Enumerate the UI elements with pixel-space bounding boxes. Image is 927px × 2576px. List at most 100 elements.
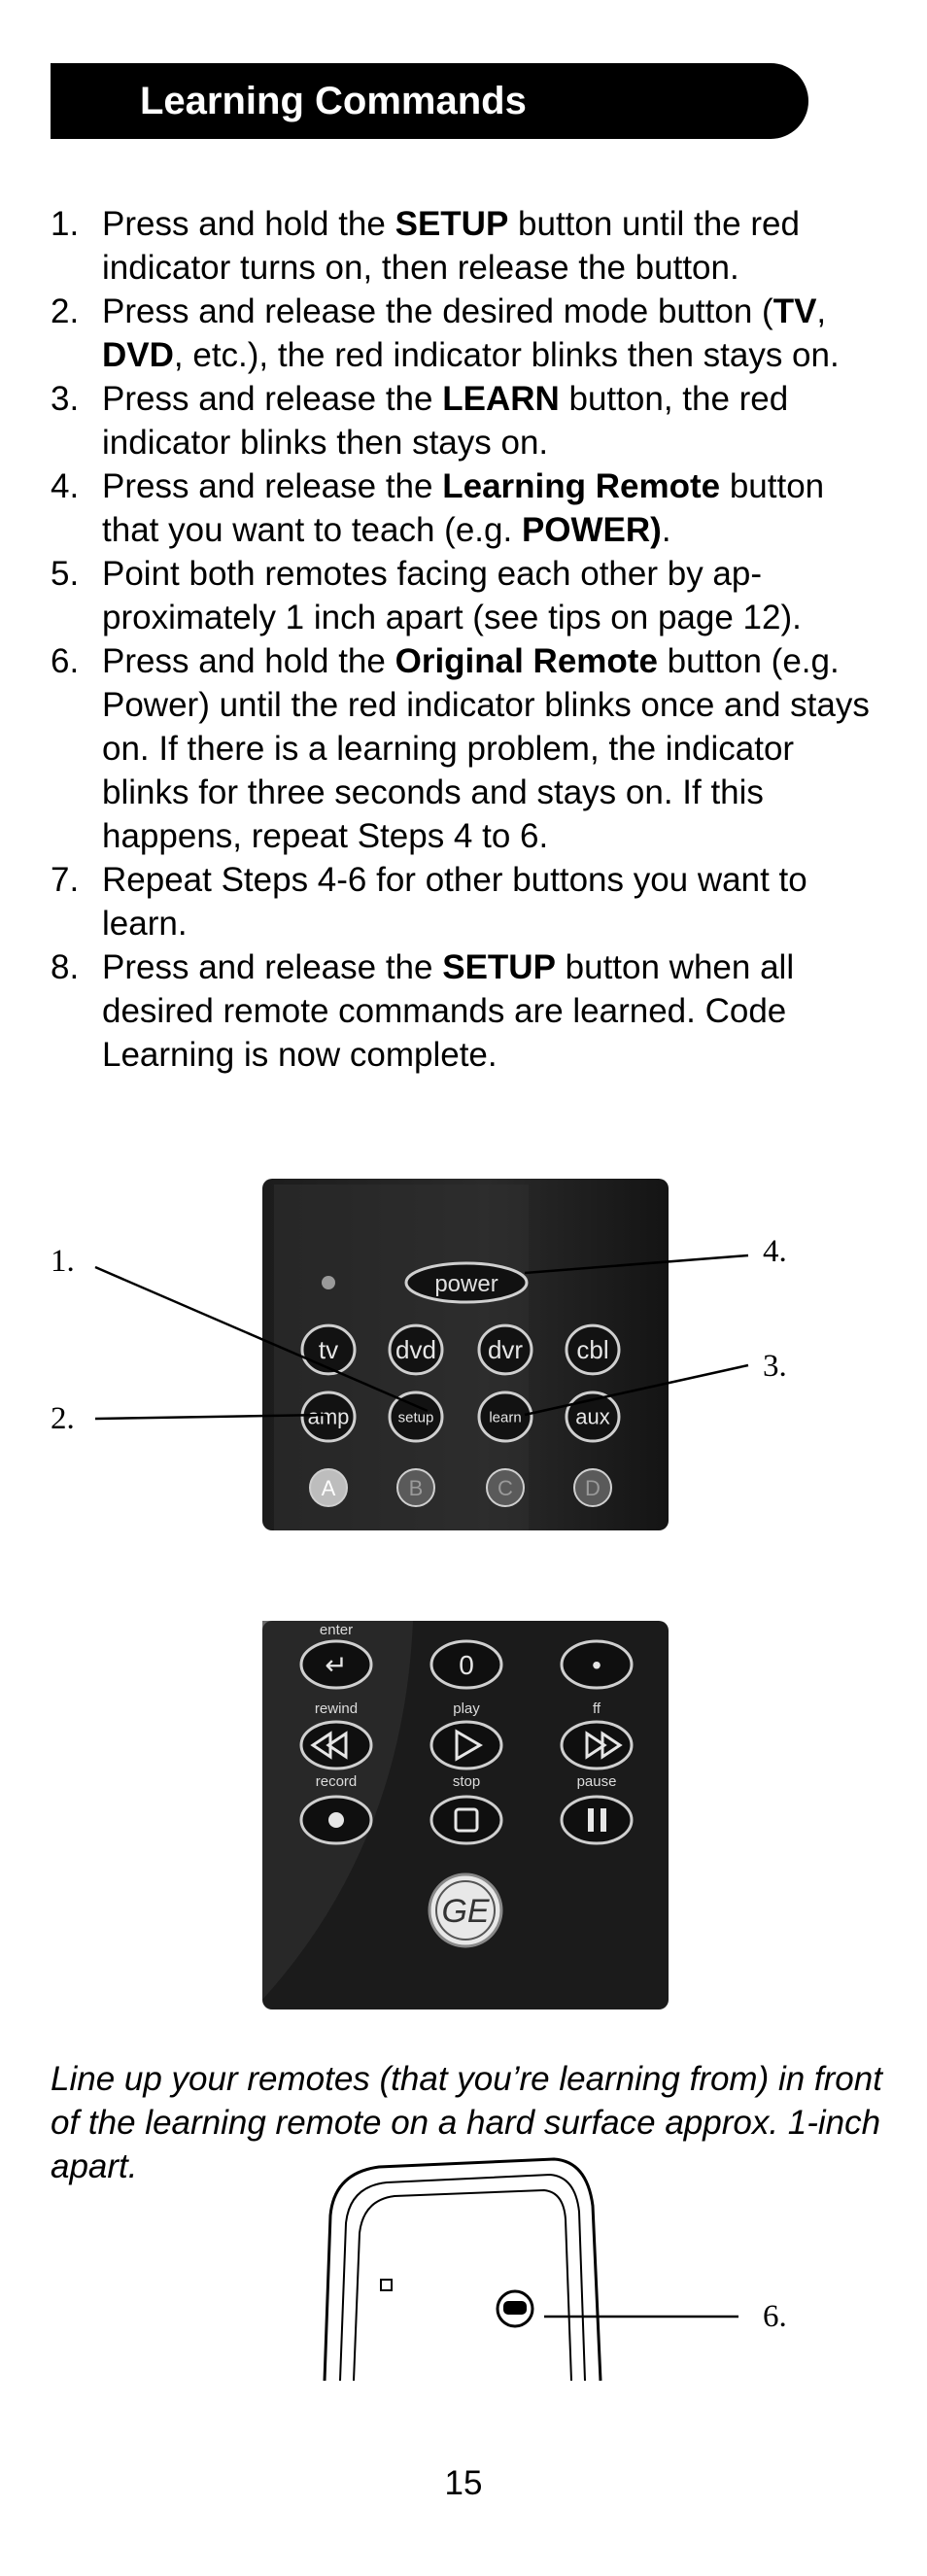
step-item: 3. Press and release the LEARN button, th… bbox=[51, 377, 886, 464]
step-number: 4. bbox=[51, 467, 80, 505]
remote-sketch-illustration bbox=[323, 2157, 602, 2382]
step-text: Press and release the bbox=[102, 948, 443, 986]
letter-button-label: C bbox=[498, 1476, 513, 1500]
step-text: button (e.g. Power) until the red indica… bbox=[102, 642, 870, 855]
step-text: Point both remotes facing each other by … bbox=[102, 555, 802, 636]
button-glyph: • bbox=[592, 1650, 601, 1680]
letter-button-c[interactable]: C bbox=[486, 1468, 525, 1507]
step-item: 1. Press and hold the SETUP button until … bbox=[51, 202, 886, 290]
power-button-label: power bbox=[434, 1271, 498, 1297]
section-header-bar: Learning Commands bbox=[51, 63, 808, 139]
figure-caption: Line up your remotes (that you’re learni… bbox=[51, 2060, 882, 2185]
step-text: button until the red indicator turns on,… bbox=[102, 205, 800, 287]
button-caption: ff bbox=[593, 1700, 601, 1717]
mode-button-label: dvr bbox=[488, 1335, 523, 1364]
stop-icon bbox=[454, 1807, 479, 1833]
mode-button-amp[interactable]: amp bbox=[300, 1391, 357, 1443]
mode-button-label: setup bbox=[398, 1409, 434, 1425]
play-icon bbox=[455, 1729, 483, 1762]
button-caption: record bbox=[316, 1773, 358, 1790]
step-text: Press and hold the bbox=[102, 642, 395, 680]
rewind-button[interactable]: rewind bbox=[299, 1700, 373, 1770]
step-emphasis: TV bbox=[772, 292, 817, 330]
step-number: 7. bbox=[51, 861, 80, 899]
number-1-button[interactable]: 0 bbox=[429, 1639, 503, 1690]
step-emphasis: Learning Remote bbox=[442, 467, 721, 505]
enter-button[interactable]: enter↵ bbox=[299, 1622, 373, 1690]
button-caption: rewind bbox=[315, 1700, 358, 1717]
number-2-button[interactable]: • bbox=[560, 1639, 634, 1690]
letter-button-d[interactable]: D bbox=[573, 1468, 612, 1507]
ge-logo-text: GE bbox=[441, 1893, 489, 1930]
step-text: Press and release the bbox=[102, 467, 443, 505]
stop-button[interactable]: stop bbox=[429, 1773, 503, 1845]
mode-button-label: aux bbox=[575, 1405, 609, 1429]
mode-button-dvd[interactable]: dvd bbox=[388, 1323, 444, 1376]
play-button[interactable]: play bbox=[429, 1700, 503, 1770]
letter-button-label: D bbox=[585, 1476, 601, 1500]
callout-3: 3. bbox=[763, 1349, 787, 1384]
step-number: 1. bbox=[51, 205, 80, 243]
step-item: 4.Press and release the Learning Remote … bbox=[51, 464, 886, 552]
step-text: Press and release the bbox=[102, 380, 443, 418]
fast-forward-icon bbox=[585, 1731, 623, 1760]
step-text: Repeat Steps 4-6 for other buttons you w… bbox=[102, 861, 807, 943]
mode-button-learn[interactable]: learn bbox=[477, 1391, 533, 1443]
callout-4: 4. bbox=[763, 1234, 787, 1269]
button-caption: stop bbox=[453, 1773, 480, 1790]
mode-button-cbl[interactable]: cbl bbox=[565, 1323, 621, 1376]
indicator-led bbox=[322, 1276, 335, 1289]
button-caption: enter bbox=[320, 1622, 353, 1638]
step-text: Press and release the desired mode butto… bbox=[102, 292, 773, 330]
ff-button[interactable]: ff bbox=[560, 1700, 634, 1770]
step-text: button when all desired remote commands … bbox=[102, 948, 795, 1074]
instruction-steps: 1. Press and hold the SETUP button until … bbox=[51, 202, 886, 1077]
step-text: button, the red indicator blinks then st… bbox=[102, 380, 789, 462]
remote-top-illustration: power tv dvd dvr cbl amp setup learn aux A B C D bbox=[262, 1179, 669, 1530]
page-number: 15 bbox=[444, 2464, 483, 2502]
pause-icon bbox=[588, 1808, 606, 1832]
step-text: Press and hold the bbox=[102, 205, 395, 243]
step-emphasis: SETUP bbox=[395, 205, 509, 243]
step-text: , bbox=[816, 292, 827, 330]
step-text: , etc.), the red indicator blinks then s… bbox=[173, 336, 840, 374]
letter-button-label: A bbox=[322, 1476, 336, 1500]
letter-button-a[interactable]: A bbox=[309, 1468, 348, 1507]
callout-2: 2. bbox=[51, 1401, 75, 1436]
step-number: 3. bbox=[51, 380, 80, 418]
step-text: . bbox=[661, 511, 671, 549]
callout-6: 6. bbox=[763, 2299, 787, 2334]
step-emphasis: DVD bbox=[102, 336, 174, 374]
step-emphasis: LEARN bbox=[442, 380, 560, 418]
step-item: 5. Point both remotes facing each other b… bbox=[51, 552, 886, 639]
sketch-led bbox=[380, 2279, 393, 2291]
step-text: button that you want to teach (e.g. bbox=[102, 467, 825, 549]
step-number: 2. bbox=[51, 292, 80, 330]
mode-button-label: cbl bbox=[576, 1335, 608, 1364]
mode-button-label: tv bbox=[319, 1335, 338, 1364]
remote-bottom-illustration: enter↵ 0 • rewind play ff record stop pause GE bbox=[262, 1621, 669, 2009]
rewind-icon bbox=[310, 1731, 348, 1760]
step-item: 7. Repeat Steps 4-6 for other buttons you… bbox=[51, 858, 886, 945]
mode-button-label: learn bbox=[489, 1409, 521, 1425]
mode-button-aux[interactable]: aux bbox=[565, 1391, 621, 1443]
mode-button-dvr[interactable]: dvr bbox=[477, 1323, 533, 1376]
button-caption: pause bbox=[577, 1773, 617, 1790]
step-item: 2. Press and release the desired mode but… bbox=[51, 290, 886, 377]
step-item: 6.Press and hold the Original Remote but… bbox=[51, 639, 886, 858]
section-title: Learning Commands bbox=[140, 80, 527, 122]
letter-button-label: B bbox=[409, 1476, 424, 1500]
button-glyph: 0 bbox=[459, 1650, 474, 1680]
letter-button-b[interactable]: B bbox=[396, 1468, 435, 1507]
step-emphasis: SETUP bbox=[442, 948, 556, 986]
step-number: 5. bbox=[51, 555, 80, 593]
step-emphasis: POWER) bbox=[521, 511, 662, 549]
step-number: 8. bbox=[51, 948, 80, 986]
step-number: 6. bbox=[51, 642, 80, 680]
pause-button[interactable]: pause bbox=[560, 1773, 634, 1845]
ge-logo: GE bbox=[428, 1872, 503, 1948]
mode-button-setup[interactable]: setup bbox=[388, 1391, 444, 1443]
step-item: 8. Press and release the SETUP button whe… bbox=[51, 945, 886, 1077]
power-button[interactable]: power bbox=[404, 1261, 529, 1304]
